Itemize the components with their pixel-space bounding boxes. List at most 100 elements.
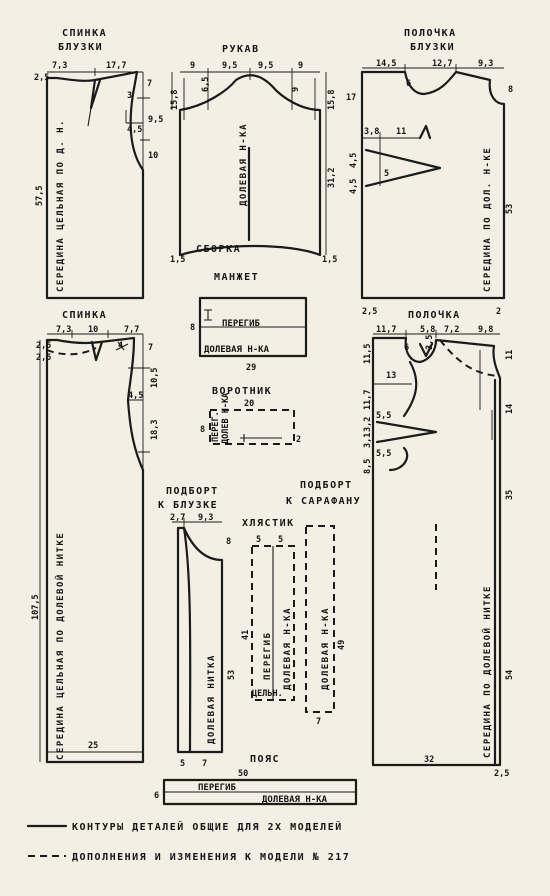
cuff-grain: ДОЛЕВАЯ Н-КА xyxy=(204,345,270,355)
front-blouse-dim-11: 53 xyxy=(505,204,515,214)
facing-blouse-dim-1: 9,3 xyxy=(198,513,213,523)
front-blouse-dim-13: 2 xyxy=(496,307,501,317)
facing-blouse-dim-4: 5 xyxy=(180,759,185,769)
front-dress-dim-6: 3,5 xyxy=(425,335,435,350)
front-dress-dim-lines xyxy=(373,330,500,440)
half-belt-fold: ПЕРЕГИБ xyxy=(263,632,273,680)
back-dress-dart-line xyxy=(115,341,129,351)
back-dress-dim-8: 4,5 xyxy=(128,391,143,401)
back-blouse-dart xyxy=(89,78,102,110)
facing-blouse-grain: ДОЛЕВАЯ НИТКА xyxy=(207,654,217,744)
back-blouse-title-1: СПИНКА xyxy=(62,28,107,39)
back-dress-dim-4: 2,5 xyxy=(36,353,51,363)
piece-sleeve: РУКАВ 9 9,5 9,5 9 6,5 15,8 15,8 31,2 9 1… xyxy=(170,44,337,265)
front-dress-outline xyxy=(371,336,502,767)
front-dress-armhole-change xyxy=(439,339,499,377)
back-blouse-dim-lines xyxy=(47,68,150,170)
front-dress-dim-19: 2,5 xyxy=(494,769,509,779)
half-belt-dim-1: 5 xyxy=(278,535,283,545)
half-belt-dim-0: 5 xyxy=(256,535,261,545)
sleeve-grain: ДОЛЕВАЯ Н-КА xyxy=(239,123,249,206)
back-blouse-dart-line xyxy=(87,107,92,127)
facing-blouse-inner-edge xyxy=(182,526,192,754)
back-dress-dim-11: 25 xyxy=(88,741,98,751)
sleeve-dim-10: 1,5 xyxy=(322,255,337,265)
cuff-title: МАНЖЕТ xyxy=(214,272,259,283)
half-belt-grain: ДОЛЕВАЯ Н-КА xyxy=(283,607,293,690)
front-dress-bust-dart xyxy=(375,420,438,444)
front-dress-dim-13: 3,2 xyxy=(363,417,373,432)
front-dress-dim-16: 35 xyxy=(505,490,515,500)
sleeve-dim-2: 9,5 xyxy=(258,61,273,71)
front-blouse-title-1: ПОЛОЧКА xyxy=(404,27,457,39)
piece-back-blouse: СПИНКА БЛУЗКИ 7,3 17,7 2,5 7 3 9,5 4,5 1… xyxy=(34,28,163,300)
belt-grain: ДОЛЕВАЯ Н-КА xyxy=(262,795,328,805)
back-dress-grain: СЕРЕДИНА ЦЕЛЬНАЯ ПО ДОЛЕВОЙ НИТКЕ xyxy=(54,532,66,760)
front-dress-dim-5: 6 xyxy=(404,343,409,353)
legend: КОНТУРЫ ДЕТАЛЕЙ ОБЩИЕ ДЛЯ 2Х МОДЕЛЕЙ ДОП… xyxy=(26,820,349,863)
back-dress-dim-lines xyxy=(39,330,150,762)
facing-sarafan-title-2: К САРАФАНУ xyxy=(286,496,361,507)
front-dress-title: ПОЛОЧКА xyxy=(408,309,461,321)
back-blouse-dim-4: 3 xyxy=(127,91,132,101)
front-dress-dim-4: 11,5 xyxy=(363,344,373,364)
front-blouse-dim-12: 2,5 xyxy=(362,307,377,317)
front-dress-dim-11: 5,5 xyxy=(376,411,391,421)
back-dress-dim-2: 10 xyxy=(88,325,98,335)
facing-sarafan-title-1: ПОДБОРТ xyxy=(300,480,353,491)
sleeve-dim-7: 31,2 xyxy=(327,168,337,188)
front-blouse-dim-lines xyxy=(362,64,504,186)
back-blouse-title-2: БЛУЗКИ xyxy=(58,42,103,53)
front-blouse-dim-9: 4,5 xyxy=(349,179,359,194)
front-blouse-grain: СЕРЕДИНА ПО ДОЛ. Н-КЕ xyxy=(483,147,493,292)
facing-blouse-dim-3: 53 xyxy=(227,670,237,680)
cuff-dim-0: 8 xyxy=(190,323,195,333)
front-dress-dim-3: 9,8 xyxy=(478,325,493,335)
piece-belt: ПОЯС 50 6 ПЕРЕГИБ ДОЛЕВАЯ Н-КА xyxy=(154,754,358,806)
facing-blouse-title-2: К БЛУЗКЕ xyxy=(158,500,218,511)
front-blouse-outline xyxy=(360,70,506,300)
facing-blouse-dim-2: 8 xyxy=(226,537,231,547)
piece-collar: ВОРОТНИК 20 8 2 ДОЛЕВ Н-КА ПЕРЕГ. xyxy=(200,386,301,445)
sleeve-dim-6: 15,8 xyxy=(327,90,337,110)
half-belt-title: ХЛЯСТИК xyxy=(242,518,295,529)
front-blouse-dim-6: 3,8 xyxy=(364,127,379,137)
back-dress-dim-6: 4 xyxy=(118,341,123,351)
belt-fold: ПЕРЕГИБ xyxy=(198,783,237,793)
sleeve-dim-4: 6,5 xyxy=(201,77,211,92)
front-dress-dim-0: 11,7 xyxy=(376,325,396,335)
piece-half-belt: ХЛЯСТИК 5 5 41 ПЕРЕГИБ ДОЛЕВАЯ Н-КА ЦЕЛЬ… xyxy=(241,518,295,701)
back-blouse-dim-6: 4,5 xyxy=(127,125,142,135)
facing-sarafan-outline xyxy=(305,525,335,713)
back-blouse-dim-0: 7,3 xyxy=(52,61,67,71)
sleeve-outline xyxy=(178,74,322,257)
sleeve-dim-8: 9 xyxy=(291,87,301,92)
piece-front-dress: ПОЛОЧКА 11,7 5,8 7,2 9,8 11,5 6 3,5 11 1… xyxy=(363,309,515,779)
sleeve-title: РУКАВ xyxy=(222,44,260,55)
facing-blouse-title-1: ПОДБОРТ xyxy=(166,486,219,497)
back-blouse-dim-2: 2,5 xyxy=(34,73,49,83)
sleeve-gather: СБОРКА xyxy=(196,244,241,255)
sleeve-dim-5: 15,8 xyxy=(170,90,180,110)
front-blouse-dim-3: 17 xyxy=(346,93,356,103)
half-belt-dim-2: 41 xyxy=(241,630,251,640)
back-dress-dim-1: 7,3 xyxy=(56,325,71,335)
back-dress-dim-0: 2,5 xyxy=(36,341,51,351)
back-dress-title: СПИНКА xyxy=(62,310,107,321)
front-dress-dim-12: 5,5 xyxy=(376,449,391,459)
collar-dim-2: 2 xyxy=(296,435,301,445)
collar-dim-0: 20 xyxy=(244,399,254,409)
front-blouse-dim-5: 8 xyxy=(508,85,513,95)
cuff-fold-line xyxy=(200,309,306,328)
front-blouse-shoulder-dart xyxy=(418,124,432,140)
facing-sarafan-dim-1: 7 xyxy=(316,717,321,727)
collar-dim-1: 8 xyxy=(200,425,205,435)
piece-cuff: МАНЖЕТ ПЕРЕГИБ ДОЛЕВАЯ Н-КА 8 29 xyxy=(190,272,308,373)
facing-sarafan-grain: ДОЛЕВАЯ Н-КА xyxy=(321,607,331,690)
collar-grain-line xyxy=(240,434,282,442)
piece-back-dress: СПИНКА 2,5 7,3 10 7,7 2,5 7 4 10,5 4,5 1… xyxy=(31,310,160,764)
facing-blouse-dim-0: 2,7 xyxy=(170,513,185,523)
front-blouse-dim-4: 6 xyxy=(406,79,411,89)
